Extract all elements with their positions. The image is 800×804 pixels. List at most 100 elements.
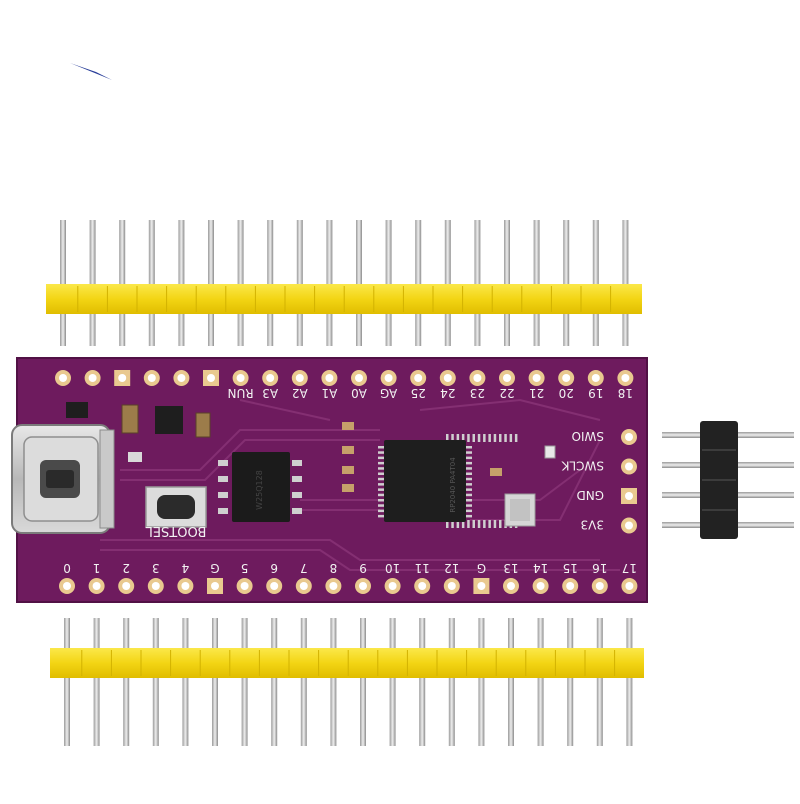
side-pin-label: GND xyxy=(576,488,604,502)
chip-pin xyxy=(472,520,475,528)
chip-pin xyxy=(378,504,386,507)
chip-pin xyxy=(493,434,497,442)
pin-label: RUN xyxy=(228,386,254,400)
header-pin xyxy=(93,618,100,746)
chip-pin xyxy=(488,434,491,442)
chip-pin xyxy=(461,520,465,528)
header-pin xyxy=(385,220,392,346)
chip-pin xyxy=(464,461,472,465)
pin-hole xyxy=(122,582,131,590)
pin-hole xyxy=(414,374,423,382)
chip-pin xyxy=(464,514,472,518)
pin-label: A0 xyxy=(351,386,367,400)
pin-label: 3 xyxy=(152,561,160,575)
bottom-pin-header xyxy=(50,618,644,746)
header-pin xyxy=(60,220,66,346)
pin-hole xyxy=(384,374,393,382)
chip-pin xyxy=(378,456,386,460)
pin-hole xyxy=(507,582,515,590)
pin-label: 23 xyxy=(470,386,485,400)
capacitor xyxy=(342,466,354,474)
voltage-regulator xyxy=(155,406,183,434)
pin-label: A1 xyxy=(321,386,337,400)
pin-hole xyxy=(329,582,338,590)
pin-hole xyxy=(562,374,571,382)
pin-label: 25 xyxy=(411,386,426,400)
chip-pin xyxy=(467,520,470,528)
header-pin xyxy=(89,220,96,346)
pin-hole xyxy=(177,374,186,382)
chip-pin xyxy=(504,434,507,442)
header-pin xyxy=(389,618,396,746)
header-pin xyxy=(360,618,366,746)
capacitor xyxy=(342,484,354,492)
pin-hole xyxy=(325,374,334,382)
header-pin xyxy=(64,618,70,746)
pin-label: 5 xyxy=(241,561,249,575)
header-pin xyxy=(182,618,189,746)
chip-pin xyxy=(483,434,486,442)
chip-pin xyxy=(464,467,472,470)
chip-pin xyxy=(509,434,513,442)
header-pin xyxy=(508,618,514,746)
top-pin-header xyxy=(46,220,642,346)
pin-label: 1 xyxy=(93,561,101,575)
header-pin xyxy=(241,618,248,746)
side-pin-header xyxy=(662,421,794,539)
pin-hole xyxy=(388,582,397,590)
pin-hole xyxy=(147,374,156,382)
pin-label: 12 xyxy=(444,561,459,575)
pin-hole xyxy=(236,374,245,382)
pin-hole xyxy=(118,374,127,382)
header-plastic xyxy=(50,648,644,678)
chip-pin xyxy=(464,488,472,491)
pin-hole xyxy=(566,582,575,590)
flash-chip: W25Q128 xyxy=(218,452,302,522)
pin-hole xyxy=(181,582,190,590)
pin-label: 19 xyxy=(588,386,603,400)
pin-label: 4 xyxy=(182,561,190,575)
pin-hole xyxy=(477,582,486,590)
pin-hole xyxy=(595,582,604,590)
smd-component xyxy=(66,402,88,418)
chip-pin xyxy=(464,493,472,497)
pin-label: 7 xyxy=(300,561,308,575)
chip-pin xyxy=(446,520,449,528)
pin-label: AG xyxy=(380,386,397,400)
pin-label: 18 xyxy=(618,386,633,400)
pin-hole xyxy=(299,582,308,590)
pin-label: 9 xyxy=(359,561,367,575)
pin-label: G xyxy=(210,561,219,575)
pin-hole xyxy=(473,374,482,382)
led xyxy=(544,445,556,459)
pin-hole xyxy=(625,462,633,471)
bootsel-button xyxy=(145,486,207,528)
pin-hole xyxy=(625,433,633,441)
pin-label: 20 xyxy=(559,386,574,400)
chip-pin xyxy=(456,520,460,528)
chip-pin xyxy=(464,483,472,486)
chip-pin xyxy=(456,434,460,442)
chip-pin xyxy=(493,520,497,528)
chip-pin xyxy=(477,434,481,442)
pin-label: A3 xyxy=(262,386,278,400)
pin-hole xyxy=(503,374,511,382)
chip-pin xyxy=(477,520,481,528)
header-pin xyxy=(330,618,337,746)
smd-component xyxy=(121,404,139,434)
chip-pin xyxy=(378,451,386,454)
flash-chip-text: W25Q128 xyxy=(255,470,264,510)
header-pin xyxy=(267,220,274,346)
pin-hole xyxy=(443,374,452,382)
pin-label: G xyxy=(477,561,486,575)
header-pin xyxy=(448,618,455,746)
header-pin xyxy=(504,220,510,346)
chip-pin xyxy=(446,434,449,442)
pin-label: 15 xyxy=(563,561,578,575)
pin-hole xyxy=(88,374,97,382)
pin-hole xyxy=(270,582,279,590)
pin-hole xyxy=(418,582,427,590)
header-pin xyxy=(123,618,130,746)
pin-label: A2 xyxy=(292,386,308,400)
pin-hole xyxy=(447,582,456,590)
